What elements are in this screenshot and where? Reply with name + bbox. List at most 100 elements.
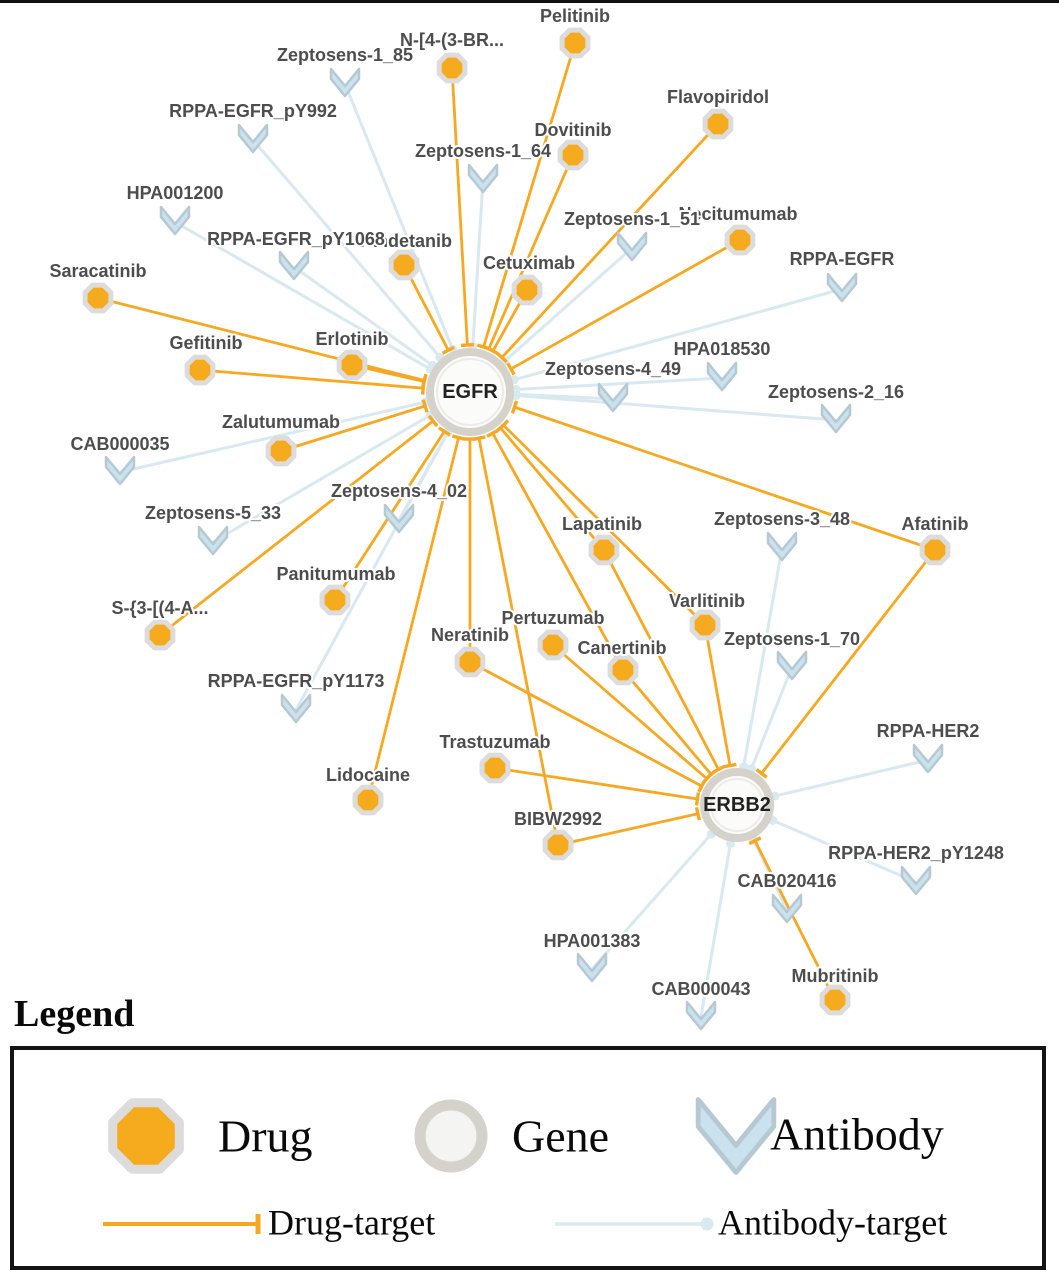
antibody-target-edge-zeptosens_4_49 <box>515 392 614 401</box>
drug-node-pertuzumab <box>537 629 569 661</box>
antibody-label-zeptosens_2_16: Zeptosens-2_16 <box>768 382 904 402</box>
drug-target-edge-trastuzumab <box>494 766 698 801</box>
drug-node-panitumumab <box>319 584 351 616</box>
drug-label-zalutumumab: Zalutumumab <box>222 412 340 432</box>
drug-edge-endpoint-erlotinib <box>421 374 428 389</box>
drug-target-edge-afatinib <box>760 549 937 775</box>
legend-label-drug: Drug <box>218 1110 313 1162</box>
drug-target-edge-saracatinib <box>97 296 425 382</box>
antibody-node-zeptosens_1_51 <box>616 231 648 262</box>
drug-edge-endpoint-panitumumab <box>438 426 451 437</box>
antibody-target-edge-rppa_her2 <box>774 758 929 798</box>
antibody-node-zeptosens_3_48 <box>766 531 798 562</box>
antibody-target-edge-icon <box>555 1217 714 1231</box>
drug-edge-endpoint-varlitinib <box>723 762 737 769</box>
antibody-target-edge-rppa_egfr_py1173 <box>294 431 450 711</box>
drug-edge-endpoint-zalutumumab <box>421 399 429 413</box>
gene-label-erbb2: ERBB2 <box>703 794 771 816</box>
antibody-target-edge-zeptosens_1_70 <box>750 666 794 770</box>
antibody-target-edge-cab000043 <box>699 843 732 1018</box>
drug-edge-endpoint-flavopiridol <box>495 351 508 364</box>
antibody-target-edge-zeptosens_1_51 <box>503 246 633 363</box>
drug-target-edge-bibw2992 <box>477 437 560 846</box>
antibody-target-edge-zeptosens_2_16 <box>515 394 837 422</box>
drug-label-lapatinib: Lapatinib <box>562 514 642 534</box>
drug-edge-endpoint-necitumumab <box>506 362 516 376</box>
antibody-label-rppa_her2: RPPA-HER2 <box>877 721 980 741</box>
antibody-label-zeptosens_4_02: Zeptosens-4_02 <box>331 481 467 501</box>
drug-label-cetuximab: Cetuximab <box>483 253 575 273</box>
antibody-node-cab020416 <box>771 893 803 924</box>
drug-node-cetuximab <box>511 274 543 306</box>
drug-node-varlitinib <box>689 609 721 641</box>
antibody-target-edge-rppa_egfr_py1068 <box>293 265 434 367</box>
drug-edge-endpoint-vandetanib <box>441 345 455 355</box>
drug-node-vandetanib <box>388 249 420 281</box>
drug-edge-endpoint-bibw2992 <box>694 807 702 821</box>
drug-label-dovitinib: Dovitinib <box>535 120 612 140</box>
drug-target-edge-lidocaine <box>366 437 460 801</box>
antibody-label-rppa_her2_py1248: RPPA-HER2_pY1248 <box>828 843 1004 863</box>
gene-label-egfr: EGFR <box>442 381 498 403</box>
antibody-label-zeptosens_1_85: Zeptosens-1_85 <box>277 45 413 65</box>
antibody-node-rppa_egfr_py1068 <box>278 250 310 281</box>
drug-label-mubritinib: Mubritinib <box>792 966 879 986</box>
drug-target-edge-zalutumumab <box>280 404 426 453</box>
legend-label-gene: Gene <box>512 1110 610 1162</box>
figure-top-border <box>0 0 1059 3</box>
antibody-label-cab020416: CAB020416 <box>737 871 836 891</box>
antibody-label-zeptosens_5_33: Zeptosens-5_33 <box>145 503 281 523</box>
antibody-label-hpa001383: HPA001383 <box>544 931 641 951</box>
gene-node-egfr <box>426 348 514 436</box>
drug-target-edge-mubritinib <box>753 840 837 1001</box>
drug-label-bibw2992: BIBW2992 <box>514 809 602 829</box>
antibody-node-zeptosens_1_64 <box>467 163 499 194</box>
antibody-label-zeptosens_1_70: Zeptosens-1_70 <box>724 629 860 649</box>
antibody-node-rppa_egfr_py992 <box>237 123 269 154</box>
drug-target-edge-afatinib <box>514 405 936 552</box>
drug-node-lidocaine <box>352 784 384 816</box>
drug-target-edge-bibw2992 <box>557 812 699 847</box>
antibody-node-hpa001383 <box>576 952 608 983</box>
legend-title: Legend <box>14 993 135 1035</box>
drug-edge-endpoint-bibw2992 <box>472 435 486 442</box>
antibody-node-zeptosens_4_49 <box>597 382 629 413</box>
drug-node-neratinib <box>454 646 486 678</box>
drug-edge-endpoint-neratinib <box>697 779 707 793</box>
antibody-legend-icon <box>695 1097 777 1175</box>
drug-edge-endpoint-n4_3br <box>460 343 474 348</box>
drug-label-trastuzumab: Trastuzumab <box>439 732 550 752</box>
antibody-node-rppa_egfr <box>826 272 858 303</box>
antibody-node-zeptosens_2_16 <box>820 403 852 434</box>
drug-target-edge-icon <box>103 1214 261 1234</box>
antibody-target-edge-rppa_her2_py1248 <box>772 819 917 884</box>
antibody-target-edge-hpa001383 <box>590 833 713 970</box>
drug-label-necitumumab: Necitumumab <box>678 204 797 224</box>
antibody-target-edge-zeptosens_5_33 <box>212 413 432 544</box>
drug-edge-endpoint-afatinib <box>510 400 519 414</box>
drug-label-canertinib: Canertinib <box>577 638 666 658</box>
drug-node-trastuzumab <box>479 752 511 784</box>
antibody-target-edge-hpa018530 <box>515 376 723 391</box>
drug-target-edge-neratinib <box>469 660 703 788</box>
legend-box: Drug Gene Antibody Drug-target Antibody-… <box>10 1046 1046 1270</box>
gene-node-inner-ring-egfr <box>436 358 504 426</box>
drug-label-flavopiridol: Flavopiridol <box>667 87 769 107</box>
drug-label-saracatinib: Saracatinib <box>49 261 146 281</box>
drug-label-pertuzumab: Pertuzumab <box>501 608 604 628</box>
antibody-label-rppa_egfr_py1173: RPPA-EGFR_pY1173 <box>208 671 385 691</box>
drug-node-saracatinib <box>82 282 114 314</box>
drug-target-edge-dovitinib <box>487 154 575 350</box>
drug-node-erlotinib <box>336 349 368 381</box>
antibody-label-hpa001200: HPA001200 <box>127 183 224 203</box>
drug-edge-endpoint-s3_4a <box>427 414 439 428</box>
antibody-node-hpa018530 <box>706 361 738 392</box>
drug-edge-endpoint-varlitinib <box>497 419 510 431</box>
drug-target-edge-canertinib <box>491 432 625 671</box>
antibody-node-zeptosens_1_85 <box>329 67 361 98</box>
drug-target-edge-canertinib <box>621 669 713 776</box>
drug-label-neratinib: Neratinib <box>431 625 509 645</box>
antibody-label-hpa018530: HPA018530 <box>674 339 771 359</box>
antibody-label-zeptosens_3_48: Zeptosens-3_48 <box>714 509 850 529</box>
antibody-node-zeptosens_4_02 <box>383 503 415 534</box>
